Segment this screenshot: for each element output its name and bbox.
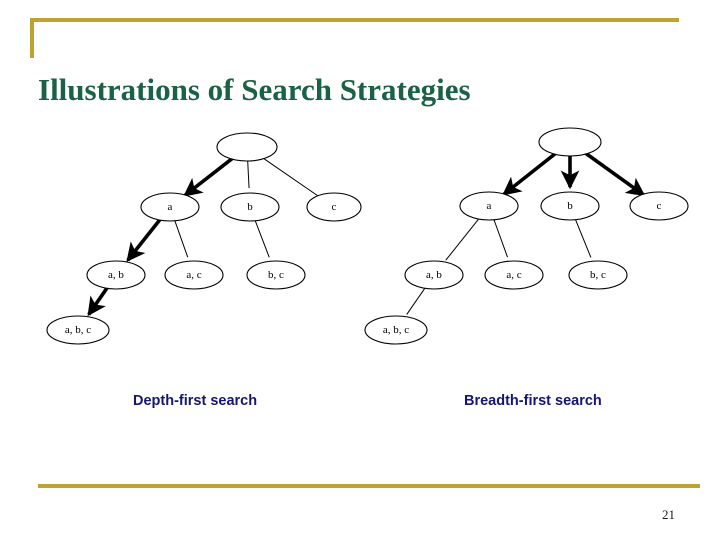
tree-node: c bbox=[629, 191, 689, 221]
node-label: a, c bbox=[186, 269, 201, 281]
node-label: b bbox=[567, 200, 573, 212]
tree-edge bbox=[257, 154, 319, 197]
tree-edge-highlighted bbox=[579, 148, 646, 197]
node-ellipse bbox=[140, 192, 200, 222]
tree-node: a, b, c bbox=[46, 315, 110, 345]
tree-edge bbox=[247, 160, 250, 189]
tree-edge bbox=[406, 285, 427, 315]
node-ellipse bbox=[540, 191, 600, 221]
node-ellipse bbox=[216, 132, 278, 162]
tree-node: a, c bbox=[484, 260, 544, 290]
tree-edge-highlighted bbox=[87, 284, 110, 317]
node-label: a, b bbox=[108, 269, 124, 281]
node-label: c bbox=[657, 200, 662, 212]
node-ellipse bbox=[629, 191, 689, 221]
node-ellipse bbox=[364, 315, 428, 345]
node-ellipse bbox=[164, 260, 224, 290]
tree-edge bbox=[445, 216, 482, 261]
node-label: b, c bbox=[268, 269, 284, 281]
tree-edge-highlighted bbox=[502, 148, 561, 196]
node-ellipse bbox=[306, 192, 362, 222]
node-label: c bbox=[332, 201, 337, 213]
node-label: a, b, c bbox=[383, 324, 409, 336]
top-vertical-rule bbox=[30, 18, 34, 58]
tree-node: a, c bbox=[164, 260, 224, 290]
node-label: a bbox=[168, 201, 173, 213]
tree-node bbox=[538, 127, 602, 157]
node-ellipse bbox=[220, 192, 280, 222]
tree-edge bbox=[574, 218, 592, 258]
caption-breadth-first: Breadth-first search bbox=[464, 393, 602, 409]
page-number: 21 bbox=[662, 507, 675, 522]
tree-edge bbox=[173, 219, 189, 258]
node-ellipse bbox=[568, 260, 628, 290]
tree-node: b bbox=[540, 191, 600, 221]
tree-nodes-layer: a b c a, b a, c b, c a, b, c a b c a, b a, c b, c a, … bbox=[46, 127, 689, 345]
node-label: b, c bbox=[590, 269, 606, 281]
tree-node: a, b bbox=[404, 260, 464, 290]
tree-node: a bbox=[459, 191, 519, 221]
caption-depth-first: Depth-first search bbox=[133, 393, 258, 409]
tree-node bbox=[216, 132, 278, 162]
node-ellipse bbox=[404, 260, 464, 290]
node-label: a bbox=[487, 200, 492, 212]
node-ellipse bbox=[86, 260, 146, 290]
tree-node: c bbox=[306, 192, 362, 222]
node-ellipse bbox=[459, 191, 519, 221]
tree-edge-highlighted bbox=[183, 153, 238, 197]
node-ellipse bbox=[484, 260, 544, 290]
node-ellipse bbox=[538, 127, 602, 157]
tree-edges-layer bbox=[87, 148, 646, 317]
node-ellipse bbox=[246, 260, 306, 290]
node-label: a, b, c bbox=[65, 324, 91, 336]
tree-node: b bbox=[220, 192, 280, 222]
tree-node: a, b bbox=[86, 260, 146, 290]
bottom-rule bbox=[38, 484, 700, 488]
node-ellipse bbox=[46, 315, 110, 345]
node-label: a, b bbox=[426, 269, 442, 281]
node-label: a, c bbox=[506, 269, 521, 281]
tree-node: a, b, c bbox=[364, 315, 428, 345]
node-label: b bbox=[247, 201, 253, 213]
tree-edge bbox=[254, 219, 270, 258]
tree-edge-highlighted bbox=[126, 216, 164, 262]
search-tree-figure: a b c a, b a, c b, c a, b, c a b c a, b a, c b, c a, … bbox=[0, 118, 720, 368]
tree-edge bbox=[493, 218, 509, 258]
search-tree-svg: a b c a, b a, c b, c a, b, c a b c a, b a, c b, c a, … bbox=[46, 127, 689, 345]
top-horizontal-rule bbox=[30, 18, 679, 22]
tree-node: b, c bbox=[246, 260, 306, 290]
page-title: Illustrations of Search Strategies bbox=[38, 72, 471, 107]
tree-node: b, c bbox=[568, 260, 628, 290]
tree-node: a bbox=[140, 192, 200, 222]
